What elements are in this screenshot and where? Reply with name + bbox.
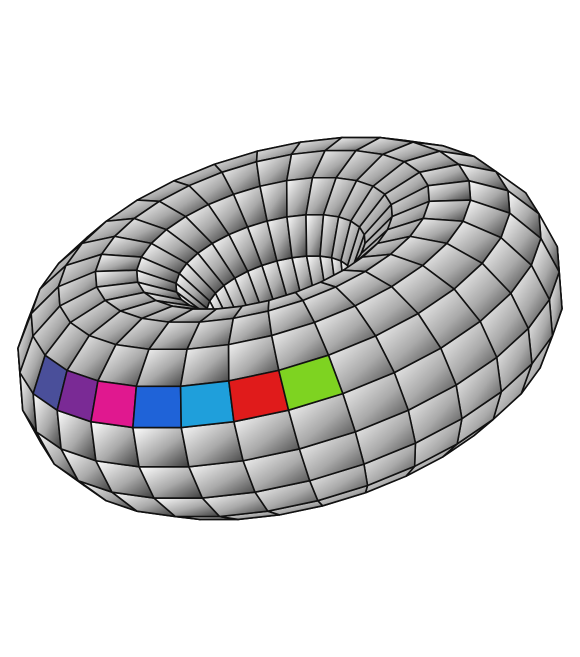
highlight-cell-light-blue (181, 381, 234, 428)
highlight-cell-magenta (91, 381, 136, 428)
torus-cell (133, 428, 189, 467)
torus-cell (91, 422, 139, 467)
highlight-cell-blue (133, 386, 181, 427)
torus-cell (181, 345, 229, 387)
torus-cell (181, 422, 243, 467)
torus-cell (95, 254, 141, 271)
